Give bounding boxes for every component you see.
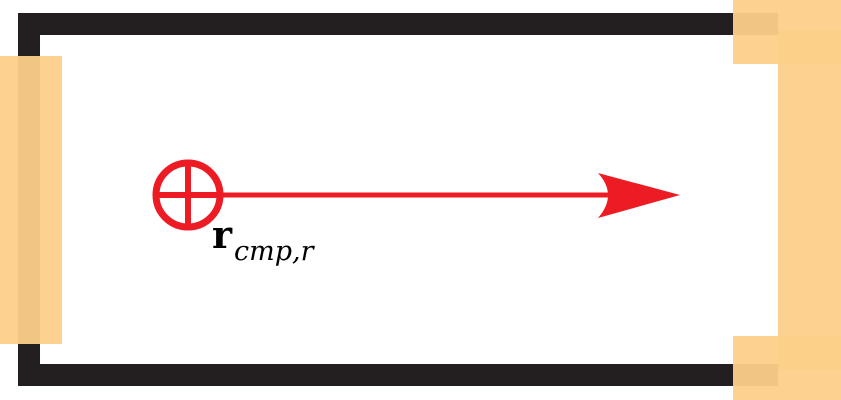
arrow-right-icon [188, 173, 680, 218]
frame-bottom-bar [18, 364, 778, 386]
frame-top-bar [18, 13, 778, 35]
circled-cross-icon [152, 159, 224, 231]
right-pad-bottom [733, 336, 841, 400]
left-pad [0, 56, 62, 344]
label-main-symbol: r [212, 212, 233, 257]
frame [18, 13, 778, 386]
vector-arrowhead [598, 173, 680, 218]
label-subscript: cmp,r [234, 236, 314, 267]
right-pad-bar [778, 30, 841, 370]
position-vector-label: rcmp,r [212, 216, 314, 266]
